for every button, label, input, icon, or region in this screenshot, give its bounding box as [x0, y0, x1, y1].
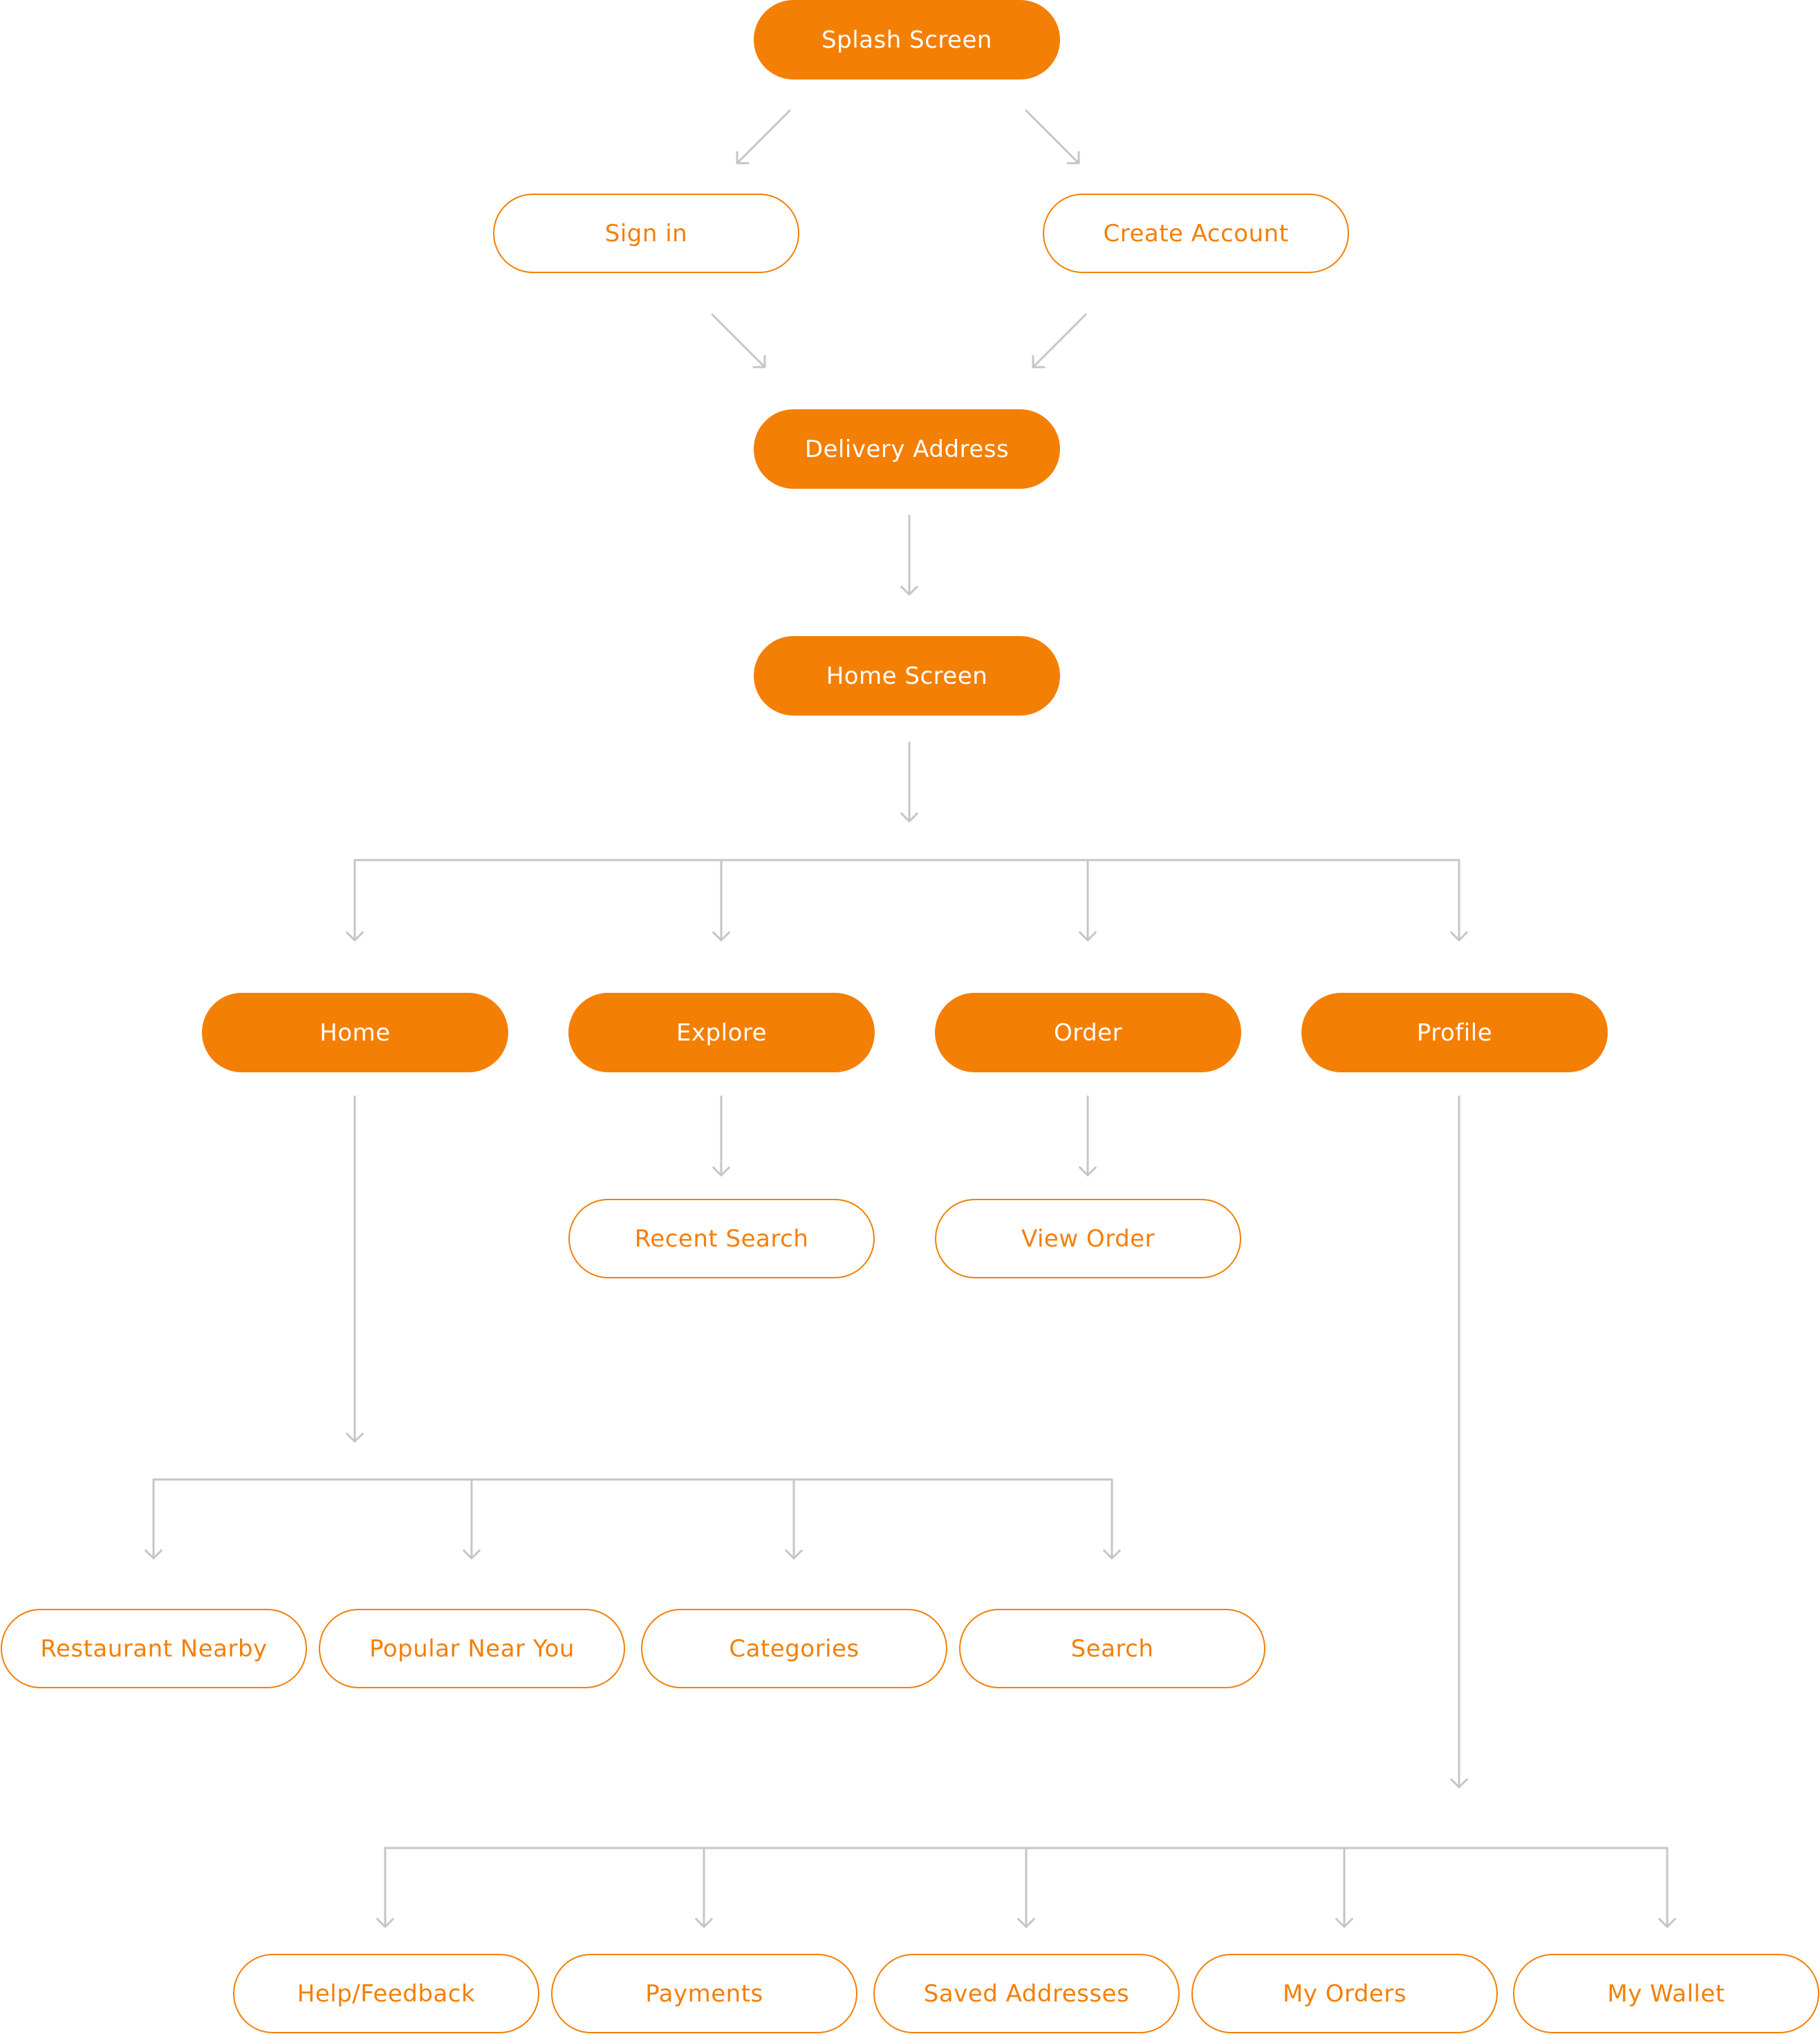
- arrowhead-66: [1025, 1918, 1035, 1928]
- arrowhead-24: [712, 931, 723, 942]
- help-feedback-node[interactable]: Help/Feedback: [233, 1954, 539, 2033]
- arrowhead-43: [145, 1549, 155, 1560]
- arrowhead-27: [1079, 931, 1089, 942]
- sign-in-node[interactable]: Sign in: [493, 194, 799, 273]
- arrowhead-65: [1017, 1918, 1028, 1928]
- explore-tab-node[interactable]: Explore: [568, 993, 875, 1072]
- arrowhead-72: [1666, 1918, 1676, 1928]
- my-wallet-node[interactable]: My Wallet: [1513, 1954, 1819, 2033]
- order-tab-node[interactable]: Order: [935, 993, 1241, 1072]
- popular-near-you-node[interactable]: Popular Near You: [319, 1609, 625, 1688]
- arrowhead-46: [463, 1549, 473, 1560]
- connector-arrow-7: [711, 313, 766, 368]
- arrowhead-68: [1335, 1918, 1346, 1928]
- categories-node[interactable]: Categories: [641, 1609, 947, 1688]
- arrowhead-33: [712, 1166, 723, 1177]
- arrowhead-55: [1450, 1778, 1460, 1789]
- recent-search-node[interactable]: Recent Search: [568, 1199, 875, 1278]
- arrowhead-53: [1111, 1549, 1121, 1560]
- arrowhead-59: [376, 1918, 387, 1928]
- delivery-address-node[interactable]: Delivery Address: [754, 409, 1060, 489]
- arrowhead-30: [1450, 931, 1460, 942]
- home-tab-node[interactable]: Home: [202, 993, 508, 1072]
- arrowhead-17: [900, 812, 911, 823]
- arrowhead-69: [1343, 1918, 1353, 1928]
- view-order-node[interactable]: View Order: [935, 1199, 1241, 1278]
- connector-arrow-4: [1025, 109, 1080, 165]
- arrowhead-31: [1458, 931, 1468, 942]
- restaurant-nearby-node[interactable]: Restaurant Nearby: [1, 1609, 307, 1688]
- arrowhead-21: [346, 931, 356, 942]
- arrowhead-50: [792, 1549, 803, 1560]
- arrowhead-56: [1458, 1778, 1468, 1789]
- saved-addresses-node[interactable]: Saved Addresses: [873, 1954, 1180, 2033]
- arrowhead-15: [908, 586, 918, 596]
- arrowhead-63: [703, 1918, 713, 1928]
- connector-arrow-10: [1032, 313, 1087, 368]
- arrowhead-37: [1086, 1166, 1097, 1177]
- my-orders-node[interactable]: My Orders: [1191, 1954, 1498, 2033]
- arrowhead-40: [353, 1433, 364, 1443]
- arrowhead-49: [785, 1549, 795, 1560]
- arrowhead-28: [1086, 931, 1097, 942]
- arrowhead-36: [1079, 1166, 1089, 1177]
- arrowhead-62: [695, 1918, 705, 1928]
- payments-node[interactable]: Payments: [551, 1954, 857, 2033]
- arrowhead-18: [908, 812, 918, 823]
- splash-screen-node[interactable]: Splash Screen: [754, 0, 1060, 80]
- home-screen-node[interactable]: Home Screen: [754, 636, 1060, 716]
- arrowhead-34: [720, 1166, 730, 1177]
- arrowhead-60: [384, 1918, 394, 1928]
- arrowhead-71: [1658, 1918, 1669, 1928]
- arrowhead-22: [353, 931, 364, 942]
- arrowhead-25: [720, 931, 730, 942]
- arrowhead-44: [152, 1549, 162, 1560]
- arrowhead-14: [900, 586, 911, 596]
- connector-arrow-1: [736, 109, 791, 165]
- arrowhead-47: [470, 1549, 481, 1560]
- arrowhead-39: [346, 1433, 356, 1443]
- profile-tab-node[interactable]: Profile: [1301, 993, 1608, 1072]
- create-account-node[interactable]: Create Account: [1043, 194, 1349, 273]
- search-node[interactable]: Search: [959, 1609, 1265, 1688]
- arrowhead-52: [1103, 1549, 1113, 1560]
